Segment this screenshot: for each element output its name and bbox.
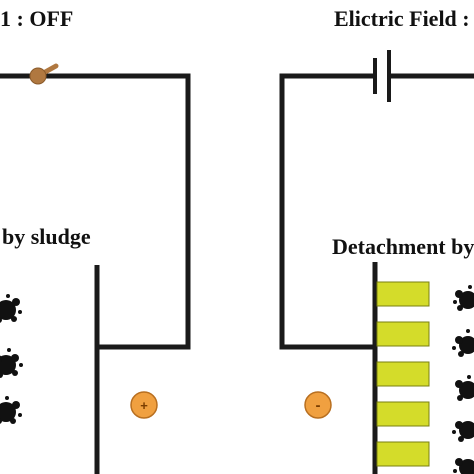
sludge-blob-icon bbox=[452, 421, 474, 442]
left-circuit-wire bbox=[0, 73, 191, 350]
left-circuit bbox=[0, 73, 191, 474]
plate bbox=[376, 321, 430, 347]
sludge-blob-icon bbox=[0, 348, 23, 378]
right-circuit-wire-left bbox=[279, 73, 375, 350]
open-switch-icon bbox=[29, 63, 59, 85]
right-panel-caption: Detachment by bbox=[332, 234, 474, 259]
plate bbox=[376, 401, 430, 427]
battery-icon bbox=[373, 50, 391, 102]
plate-stack bbox=[376, 281, 430, 467]
positive-ion-icon: + bbox=[130, 391, 158, 419]
sludge-blob-icon bbox=[452, 329, 474, 357]
sludge-blob-icon bbox=[453, 458, 474, 474]
sludge-blob-icon bbox=[0, 294, 22, 323]
right-circuit bbox=[279, 73, 474, 474]
right-panel-title: Elictric Field : bbox=[334, 6, 470, 31]
negative-ion-sign: - bbox=[316, 397, 321, 414]
right-sludge-cluster bbox=[452, 285, 474, 474]
positive-ion-sign: + bbox=[140, 398, 148, 413]
sludge-blob-icon bbox=[0, 396, 22, 424]
negative-ion-icon: - bbox=[304, 391, 332, 419]
plate bbox=[376, 441, 430, 467]
plate bbox=[376, 361, 430, 387]
left-panel-title: 1 : OFF bbox=[0, 6, 74, 31]
sludge-blob-icon bbox=[453, 285, 474, 311]
left-panel-caption: by sludge bbox=[2, 224, 91, 249]
left-sludge-cluster bbox=[0, 294, 23, 424]
plate bbox=[376, 281, 430, 307]
sludge-blob-icon bbox=[455, 375, 474, 401]
